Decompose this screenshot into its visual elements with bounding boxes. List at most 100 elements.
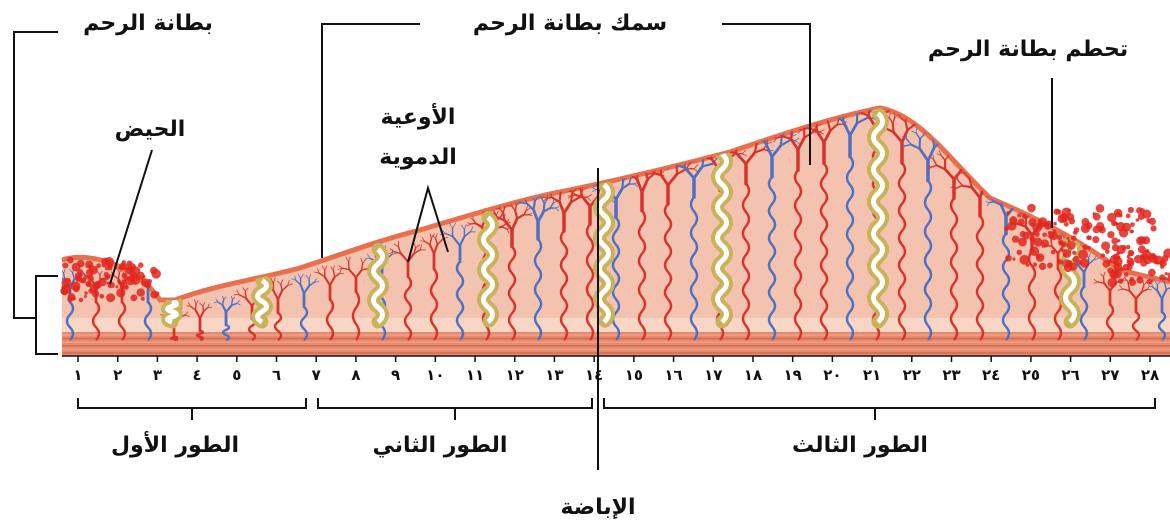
vessel-branch: [688, 153, 692, 154]
phase-3-bracket: [604, 398, 1155, 420]
vessel-branch: [765, 126, 770, 132]
vessel-branch: [1000, 191, 1002, 197]
endometrium-breakdown-label: تحطم بطانة الرحم: [928, 37, 1128, 62]
vessel-branch: [701, 151, 704, 158]
blood-speck: [1080, 259, 1089, 268]
ovulation-label: الإباضة: [560, 495, 635, 520]
vessel-branch: [881, 95, 885, 103]
vessel-branch: [875, 95, 880, 102]
vessel-branch: [816, 116, 822, 117]
blood-speck: [1051, 250, 1056, 255]
blood-speck: [1012, 236, 1019, 243]
gland: [258, 281, 267, 322]
blood-speck: [1067, 241, 1076, 250]
vessel-branch: [1005, 191, 1008, 193]
blood-speck: [1048, 231, 1055, 238]
vessel-branch: [745, 135, 749, 137]
vessel-branch: [828, 115, 835, 116]
blood-speck: [138, 262, 144, 268]
blood-speck: [126, 266, 135, 275]
vessel-branch: [1051, 239, 1052, 246]
vessel-branch: [853, 101, 854, 106]
day-number: ١٢: [506, 366, 524, 384]
vessel-branch: [761, 126, 764, 132]
blood-vessels-label-line2: الدموية: [379, 145, 457, 170]
blood-speck: [1149, 253, 1156, 260]
vessel-branch: [860, 106, 864, 108]
vessel-branch: [640, 164, 644, 169]
vessel-branch: [616, 173, 620, 175]
blood-speck: [1162, 255, 1169, 262]
blood-speck: [1136, 207, 1143, 214]
vessel-branch: [1002, 192, 1005, 196]
vessel-branch: [963, 164, 971, 168]
vessel-branch: [830, 107, 833, 110]
vessel-branch: [1025, 196, 1029, 198]
day-number: ٢٧: [1101, 366, 1119, 384]
vessel-branch: [674, 154, 675, 158]
vessel-branch: [758, 124, 762, 127]
day-number: ٣: [153, 366, 162, 384]
day-number: ١٦: [664, 366, 682, 384]
vessel-branch: [819, 109, 820, 114]
vessel-branch: [547, 198, 552, 199]
blood-speck: [1006, 211, 1010, 215]
vessel-branch: [638, 165, 642, 170]
vessel-branch: [636, 162, 641, 163]
vessel-branch: [972, 163, 979, 164]
day-number: ٩: [391, 366, 400, 384]
blood-speck: [1037, 222, 1044, 229]
blood-speck: [1047, 262, 1053, 268]
blood-speck: [1053, 222, 1057, 226]
endometrium-tissue: [55, 88, 1170, 356]
blood-speck: [1126, 214, 1131, 219]
endometrium-thickness-label: سمك بطانة الرحم: [473, 11, 667, 36]
vessel-branch: [819, 112, 821, 117]
day-number: ١٩: [784, 366, 802, 384]
day-number: ٨: [351, 366, 360, 384]
vessel-branch: [969, 167, 971, 171]
blood-speck: [61, 278, 71, 288]
vessel-branch: [630, 162, 634, 164]
vessel-branch: [712, 139, 715, 143]
blood-speck: [106, 293, 115, 302]
vessel-branch: [550, 188, 551, 192]
vessel-branch: [833, 106, 834, 110]
vessel-branch: [979, 163, 984, 164]
blood-speck: [137, 272, 145, 280]
vessel-branch: [933, 155, 934, 160]
blood-speck: [1117, 239, 1120, 242]
vessel-branch: [721, 144, 722, 148]
vessel-branch: [647, 167, 651, 169]
vessel-branch: [705, 143, 710, 149]
vessel-branch: [791, 131, 792, 139]
vessel-branch: [554, 186, 557, 188]
endometrium-bracket: [14, 32, 58, 354]
vessel-branch: [681, 153, 684, 158]
blood-speck: [105, 257, 114, 266]
blood-speck: [1036, 253, 1045, 262]
vessel-branch: [988, 172, 989, 176]
blood-speck: [1128, 207, 1134, 213]
blood-speck: [130, 294, 137, 301]
vessel-branch: [679, 155, 682, 158]
blood-speck: [1034, 231, 1040, 237]
blood-speck: [1060, 213, 1069, 222]
vessel-branch: [660, 161, 662, 167]
vessel-branch: [655, 162, 656, 167]
phase-1-bracket: [78, 398, 306, 420]
vessel-branch: [979, 160, 982, 163]
vessel-branch: [994, 175, 997, 178]
vessel-branch: [1008, 193, 1012, 195]
blood-speck: [137, 288, 145, 296]
vessel-branch: [563, 186, 567, 188]
blood-speck: [1141, 256, 1146, 261]
vessel-branch: [874, 89, 875, 96]
day-number: ١٤: [585, 366, 603, 384]
vessel-branch: [670, 158, 673, 160]
vessel-branch: [627, 162, 628, 167]
blood-speck: [1012, 257, 1015, 260]
blood-speck: [1093, 212, 1096, 215]
menstruation-label: الحيض: [115, 117, 186, 142]
blood-speck: [1072, 251, 1076, 255]
